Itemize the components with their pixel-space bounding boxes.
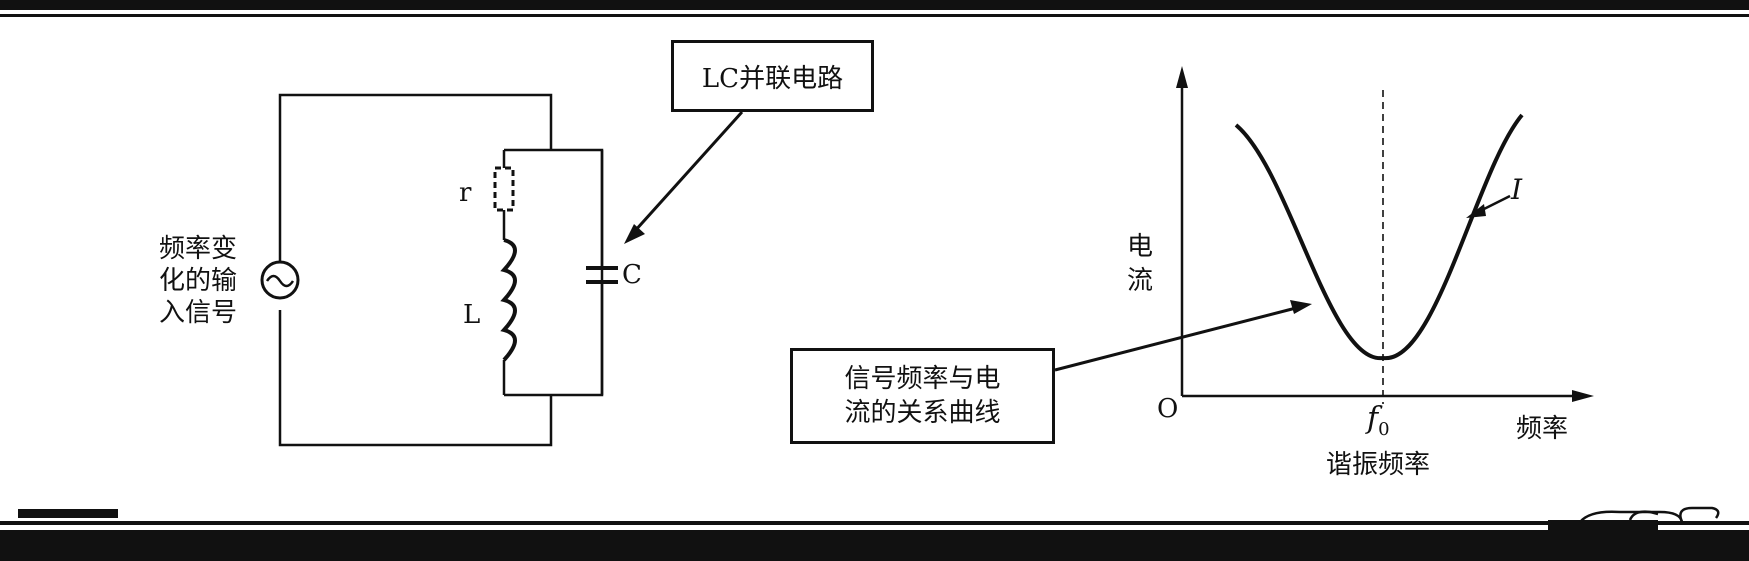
- curve-label: I: [1511, 173, 1523, 206]
- f0-label: f0: [1367, 404, 1390, 439]
- capacitor-icon: [586, 266, 618, 284]
- f0-label-subscript: 0: [1378, 419, 1390, 440]
- curve-callout-line-2: 流的关系曲线: [844, 398, 1001, 428]
- y-axis-label-line-1: 电: [1127, 232, 1154, 262]
- resistor-label: r: [459, 178, 472, 208]
- bottom-decoration: [1579, 506, 1720, 523]
- y-axis-label-line-2: 流: [1127, 266, 1154, 296]
- circuit-wires: [278, 93, 604, 447]
- lc-circuit-callout-text: LC并联电路: [701, 63, 844, 94]
- lc-circuit-callout: LC并联电路: [671, 40, 874, 112]
- curve-label-arrow: [1466, 194, 1511, 218]
- capacitor-label: C: [622, 260, 642, 290]
- curve-callout-line-1: 信号频率与电: [844, 364, 1001, 394]
- bottom-border-thin: [0, 521, 1749, 525]
- lc-callout-arrow: [624, 110, 744, 244]
- origin-label: O: [1157, 394, 1179, 424]
- inductor-icon: [500, 238, 517, 362]
- graph-axes: [1180, 80, 1580, 398]
- ac-source-icon: [260, 260, 300, 300]
- bottom-rule-short: [18, 509, 118, 518]
- x-axis-label: 频率: [1516, 414, 1569, 444]
- bottom-tab: [1548, 520, 1658, 561]
- source-label-line-2: 化的输: [159, 266, 238, 296]
- y-axis-arrowhead: [1176, 66, 1188, 88]
- curve-callout-arrow: [1054, 300, 1312, 372]
- resistor-icon: [493, 166, 515, 212]
- resonance-frequency-label: 谐振频率: [1326, 450, 1431, 480]
- curve-callout: 信号频率与电 流的关系曲线: [790, 348, 1055, 444]
- top-border-thin: [0, 14, 1749, 17]
- source-label-line-1: 频率变: [159, 234, 238, 264]
- top-border: [0, 0, 1749, 10]
- source-label-line-3: 入信号: [159, 298, 238, 328]
- f0-label-f: f: [1367, 401, 1379, 436]
- inductor-label: L: [463, 300, 481, 330]
- current-curve: [1234, 113, 1524, 361]
- x-axis-arrowhead: [1572, 390, 1594, 402]
- bottom-border: [0, 530, 1749, 561]
